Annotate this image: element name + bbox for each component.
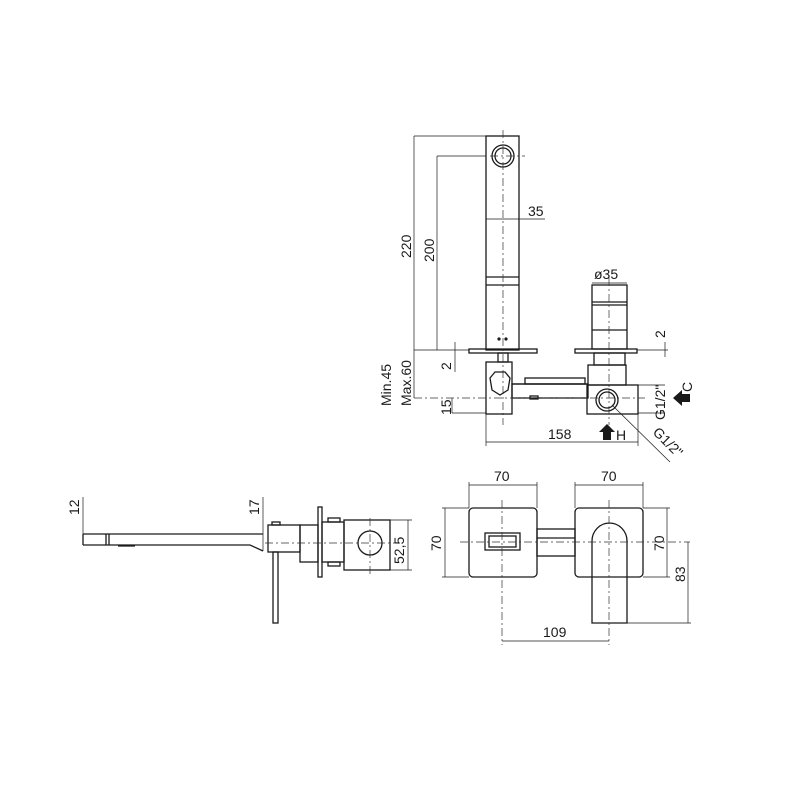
dim-35: 35 xyxy=(528,203,544,219)
dim-158: 158 xyxy=(548,426,572,442)
dim-52-5: 52,5 xyxy=(391,537,407,564)
dim-center-distance: 109 xyxy=(543,624,567,640)
dim-plate-right-2: 2 xyxy=(652,330,668,338)
cartridge xyxy=(587,278,628,425)
hot-arrow-icon xyxy=(599,424,615,440)
dim-17: 17 xyxy=(246,499,262,515)
spout xyxy=(485,130,525,425)
dim-220: 220 xyxy=(398,234,414,258)
dim-left-plate-width: 70 xyxy=(494,468,510,484)
dim-right-plate-width: 70 xyxy=(601,468,617,484)
dim-200: 200 xyxy=(421,238,437,262)
side-view: 12 17 52,5 xyxy=(66,497,412,624)
top-view: 220 200 35 ø35 2 2 Min.45 Max.60 15 158 … xyxy=(378,130,695,463)
front-view: 70 70 70 70 83 109 xyxy=(428,468,691,645)
dim-15: 15 xyxy=(438,399,454,415)
cold-arrow-icon xyxy=(673,390,690,406)
dim-12: 12 xyxy=(66,499,82,515)
dimension-lines xyxy=(413,135,671,463)
dim-diameter-35: ø35 xyxy=(594,266,618,282)
thread-cold: G1/2" xyxy=(652,385,668,420)
dim-right-plate-height: 70 xyxy=(651,535,667,551)
cold-label: C xyxy=(679,382,695,392)
hot-label: H xyxy=(616,427,626,443)
dim-wall-max: Max.60 xyxy=(398,360,414,406)
dim-left-plate-height: 70 xyxy=(428,535,444,551)
dim-plate-left-2: 2 xyxy=(438,362,454,370)
mixer-body xyxy=(414,352,645,415)
dim-wall-min: Min.45 xyxy=(378,364,394,406)
thread-hot: G1/2" xyxy=(650,424,686,460)
dim-lever-length: 83 xyxy=(672,566,688,582)
